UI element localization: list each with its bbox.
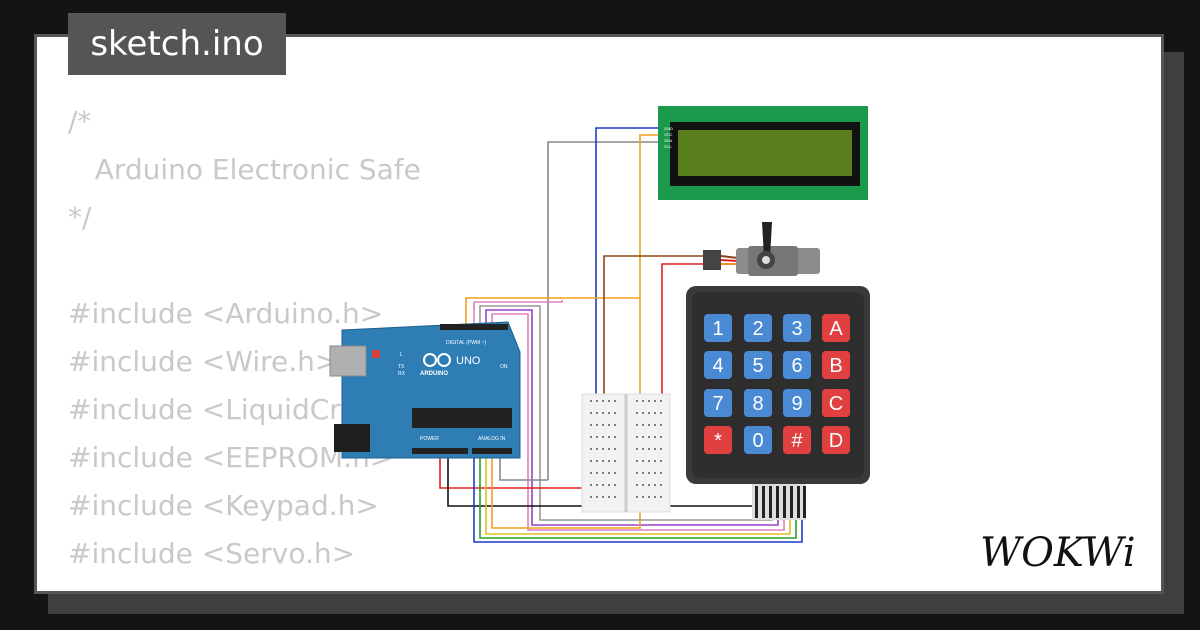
key-2[interactable]: 2 bbox=[744, 314, 772, 342]
svg-text:C: C bbox=[829, 393, 843, 415]
code-line: /* bbox=[68, 105, 92, 138]
key-7[interactable]: 7 bbox=[704, 389, 732, 417]
key-c[interactable]: C bbox=[822, 389, 850, 417]
svg-text:B: B bbox=[829, 355, 842, 377]
svg-text:#: # bbox=[791, 430, 803, 452]
digital-header bbox=[440, 324, 508, 330]
lcd-display[interactable]: GND VCC SDA SCL bbox=[658, 106, 868, 200]
wire-purple-top bbox=[485, 309, 779, 526]
arduino-uno-board[interactable]: ARDUINO UNO DIGITAL (PWM ~) POWER ANALOG… bbox=[329, 321, 521, 459]
svg-text:8: 8 bbox=[752, 393, 763, 415]
power-jack bbox=[334, 424, 370, 452]
power-header bbox=[412, 448, 468, 454]
svg-text:9: 9 bbox=[791, 393, 802, 415]
code-line: */ bbox=[68, 201, 92, 234]
breadboard bbox=[581, 393, 671, 513]
wire-gray-analog bbox=[499, 450, 548, 481]
usb-port bbox=[329, 345, 367, 377]
power-label: POWER bbox=[420, 436, 439, 442]
key-8[interactable]: 8 bbox=[744, 389, 772, 417]
key-d[interactable]: D bbox=[822, 426, 850, 454]
led-l-label: L bbox=[400, 352, 403, 358]
key-5[interactable]: 5 bbox=[744, 351, 772, 379]
key-hash[interactable]: # bbox=[783, 426, 811, 454]
svg-text:4: 4 bbox=[712, 355, 723, 377]
key-6[interactable]: 6 bbox=[783, 351, 811, 379]
lcd-pin-scl: SCL bbox=[664, 144, 673, 149]
svg-text:5: 5 bbox=[752, 355, 763, 377]
arduino-logo-icon-2 bbox=[437, 353, 451, 367]
key-3[interactable]: 3 bbox=[783, 314, 811, 342]
code-line: #include <Keypad.h> bbox=[68, 489, 379, 522]
lcd-pin-sda: SDA bbox=[664, 138, 673, 143]
key-0[interactable]: 0 bbox=[744, 426, 772, 454]
code-line: #include <Wire.h> bbox=[68, 345, 339, 378]
svg-text:D: D bbox=[829, 430, 843, 452]
svg-text:7: 7 bbox=[712, 393, 723, 415]
wire-blue-lcd bbox=[595, 127, 662, 505]
servo-motor[interactable] bbox=[703, 222, 820, 276]
code-line: #include <Servo.h> bbox=[68, 537, 356, 570]
key-4[interactable]: 4 bbox=[704, 351, 732, 379]
key-9[interactable]: 9 bbox=[783, 389, 811, 417]
servo-connector bbox=[703, 250, 721, 270]
wokwi-logo-text: WOKWi bbox=[980, 530, 1136, 576]
svg-text:A: A bbox=[829, 318, 843, 340]
svg-text:*: * bbox=[714, 430, 722, 452]
svg-text:6: 6 bbox=[791, 355, 802, 377]
wire-pink-top bbox=[473, 300, 563, 325]
wire-blue-analog bbox=[473, 450, 803, 543]
key-b[interactable]: B bbox=[822, 351, 850, 379]
arduino-logo-icon bbox=[423, 353, 437, 367]
on-label: ON bbox=[500, 364, 508, 370]
led-tx-label: TX bbox=[398, 364, 405, 370]
microcontroller-chip bbox=[412, 408, 512, 428]
arduino-brand: ARDUINO bbox=[420, 371, 448, 377]
reset-button[interactable] bbox=[372, 350, 380, 358]
led-rx-label: RX bbox=[398, 371, 406, 377]
lcd-pin-vcc: VCC bbox=[664, 132, 673, 137]
lcd-pin-gnd: GND bbox=[664, 126, 673, 131]
keypad-4x4[interactable]: 1 2 3 A 4 5 6 B 7 8 9 C * 0 # D bbox=[686, 286, 870, 520]
svg-text:3: 3 bbox=[791, 318, 802, 340]
code-preview: /* Arduino Electronic Safe */ #include <Ar… bbox=[68, 98, 518, 578]
key-star[interactable]: * bbox=[704, 426, 732, 454]
wire-gray bbox=[547, 141, 662, 480]
arduino-model: UNO bbox=[456, 355, 481, 367]
analog-header bbox=[472, 448, 512, 454]
code-line: #include <Arduino.h> bbox=[68, 297, 384, 330]
code-line: Arduino Electronic Safe bbox=[68, 153, 421, 186]
wire-orange-top bbox=[465, 297, 640, 325]
svg-text:1: 1 bbox=[712, 318, 723, 340]
servo-horn bbox=[762, 222, 772, 258]
file-tab[interactable]: sketch.ino bbox=[68, 13, 286, 75]
wokwi-logo[interactable]: WOKWi bbox=[978, 524, 1150, 576]
key-1[interactable]: 1 bbox=[704, 314, 732, 342]
digital-label: DIGITAL (PWM ~) bbox=[446, 340, 486, 346]
key-a[interactable]: A bbox=[822, 314, 850, 342]
analog-label: ANALOG IN bbox=[478, 436, 506, 442]
svg-text:2: 2 bbox=[752, 318, 763, 340]
wire-pink-2 bbox=[491, 313, 785, 531]
svg-text:0: 0 bbox=[752, 430, 763, 452]
